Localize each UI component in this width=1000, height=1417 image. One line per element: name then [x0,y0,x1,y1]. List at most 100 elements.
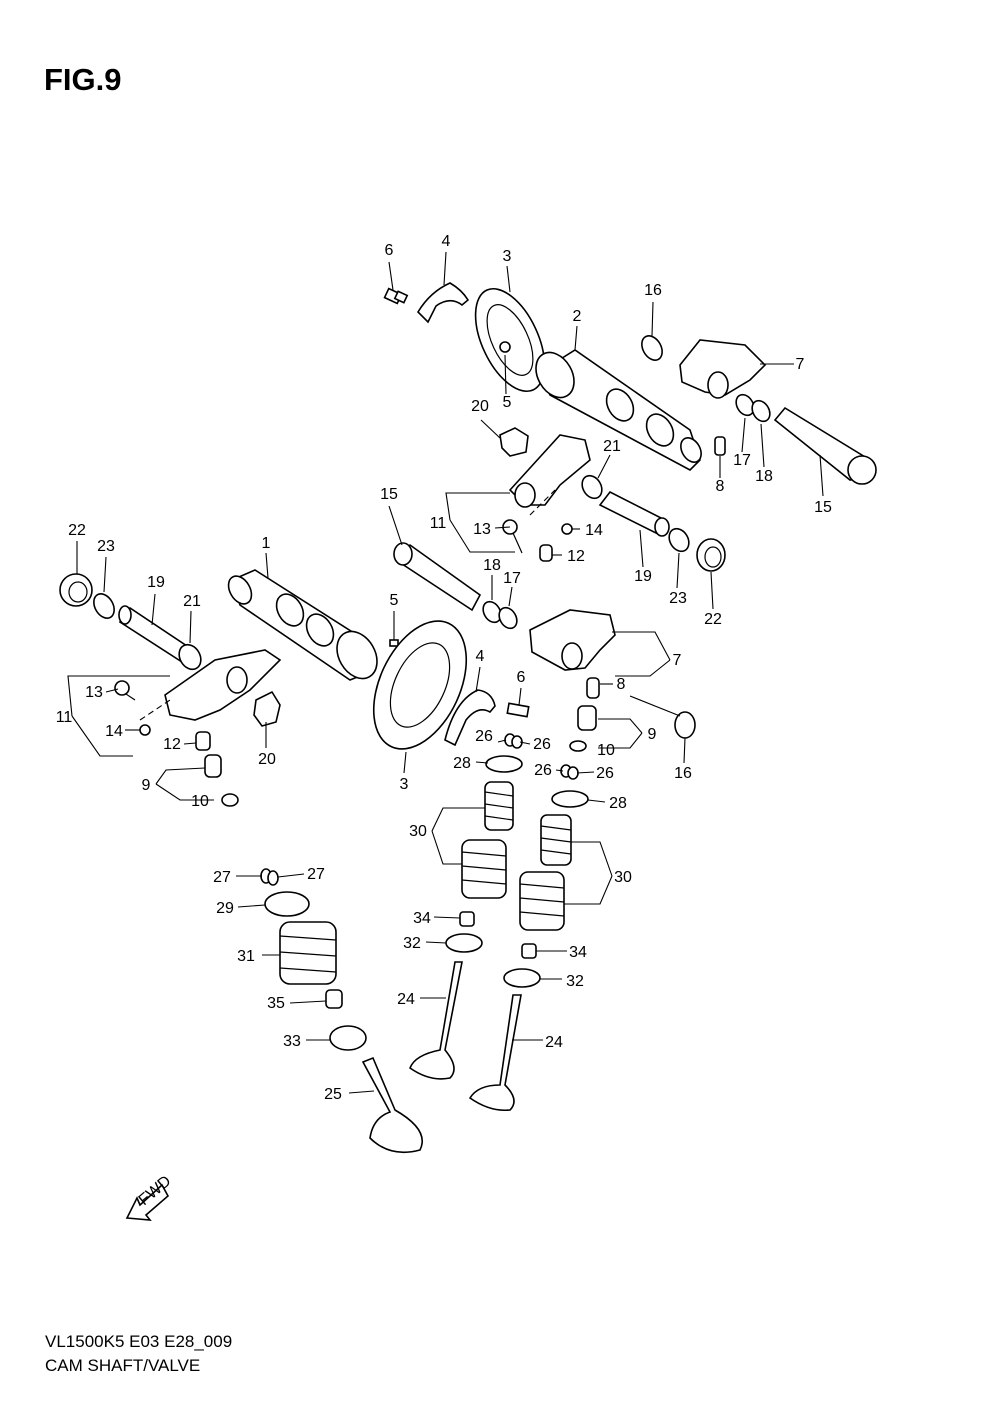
valve-spring-part [279,921,337,985]
assembly-dashline [529,489,556,516]
callout-24: 24 [545,1034,563,1051]
seal-part [499,427,529,457]
callout-23: 23 [97,538,115,555]
callout-11: 11 [56,709,73,726]
callout-13: 13 [473,521,491,538]
callout-17: 17 [733,452,751,469]
plug-part [696,538,726,572]
callout-15: 15 [814,499,832,516]
callout-16: 16 [674,765,692,782]
callout-11: 11 [430,515,447,532]
leader-lines [67,251,824,1094]
callout-27: 27 [213,869,231,886]
o-ring-part [751,399,771,423]
callout-numbers: 6 4 3 2 16 7 5 20 21 17 18 8 15 15 11 13… [56,233,832,1103]
callout-3: 3 [400,776,409,793]
callout-28: 28 [609,795,627,812]
callout-10: 10 [597,742,615,759]
adjuster-part [539,544,553,562]
callout-9: 9 [142,777,151,794]
callout-13: 13 [85,684,103,701]
callout-4: 4 [442,233,451,250]
callout-34: 34 [569,944,587,961]
valve-cotter-part [260,868,279,886]
plug-part [59,573,93,607]
sprocket-plate-part [444,689,496,747]
valve-part [468,994,522,1112]
callout-33: 33 [283,1033,301,1050]
o-ring-part [93,593,115,619]
spring-seat-part [445,933,483,953]
callout-15: 15 [380,486,398,503]
washer-part [641,335,663,361]
callout-22: 22 [704,611,722,628]
camshaft-part [535,349,702,471]
valve-part [409,961,463,1080]
adjuster-part [586,677,600,699]
callout-30: 30 [409,823,427,840]
callout-26: 26 [533,736,551,753]
callout-2: 2 [573,308,582,325]
callout-14: 14 [105,723,123,740]
callout-35: 35 [267,995,285,1012]
spring-retainer-part [485,755,523,773]
callout-25: 25 [324,1086,342,1103]
callout-7: 7 [796,356,805,373]
tappet-part [577,705,597,731]
spring-retainer-part [551,790,589,808]
callout-24: 24 [397,991,415,1008]
rocker-shaft-part [393,542,482,612]
washer-part [581,474,603,500]
callout-3: 3 [503,248,512,265]
callout-1: 1 [262,535,271,552]
rocker-arm-part [508,434,591,508]
model-code: VL1500K5 E03 E28_009 [45,1332,233,1351]
callout-27: 27 [307,866,325,883]
callout-18: 18 [755,468,773,485]
tappet-part [204,754,222,778]
nut-part [139,724,151,736]
spring-retainer-part [264,891,310,917]
spring-seat-part [329,1025,367,1051]
washer-part [674,711,696,739]
callout-34: 34 [413,910,431,927]
callout-12: 12 [567,548,585,565]
figure-description: CAM SHAFT/VALVE [45,1356,201,1375]
callout-16: 16 [644,282,662,299]
callout-8: 8 [716,478,725,495]
pin-part [389,639,399,647]
callout-8: 8 [617,676,626,693]
seal-part [253,690,281,727]
bolt-part [506,702,530,718]
adjust-screw-part [114,680,136,701]
forward-direction-arrow: FWD [125,1173,174,1221]
rocker-arm-part [164,649,282,721]
o-ring-part [482,600,502,624]
callout-12: 12 [163,736,181,753]
callout-9: 9 [648,726,657,743]
callout-23: 23 [669,590,687,607]
callout-5: 5 [390,592,399,609]
callout-7: 7 [673,652,682,669]
nut-part [561,523,573,535]
callout-5: 5 [503,394,512,411]
callout-20: 20 [471,398,489,415]
o-ring-part [735,393,755,417]
spring-seat-part [503,968,541,988]
stem-seal-part [325,989,343,1009]
adjuster-part [195,731,211,751]
stem-seal-part [459,911,475,927]
cam-sprocket-part [372,620,468,750]
o-ring-part [668,527,690,553]
callout-29: 29 [216,900,234,917]
valve-spring-part [519,814,572,931]
callout-21: 21 [603,438,621,455]
washer-part [178,643,202,671]
stem-seal-part [521,943,537,959]
callout-26: 26 [534,762,552,779]
callout-28: 28 [453,755,471,772]
callout-6: 6 [517,669,526,686]
callout-6: 6 [385,242,394,259]
callout-14: 14 [585,522,603,539]
callout-19: 19 [147,574,165,591]
